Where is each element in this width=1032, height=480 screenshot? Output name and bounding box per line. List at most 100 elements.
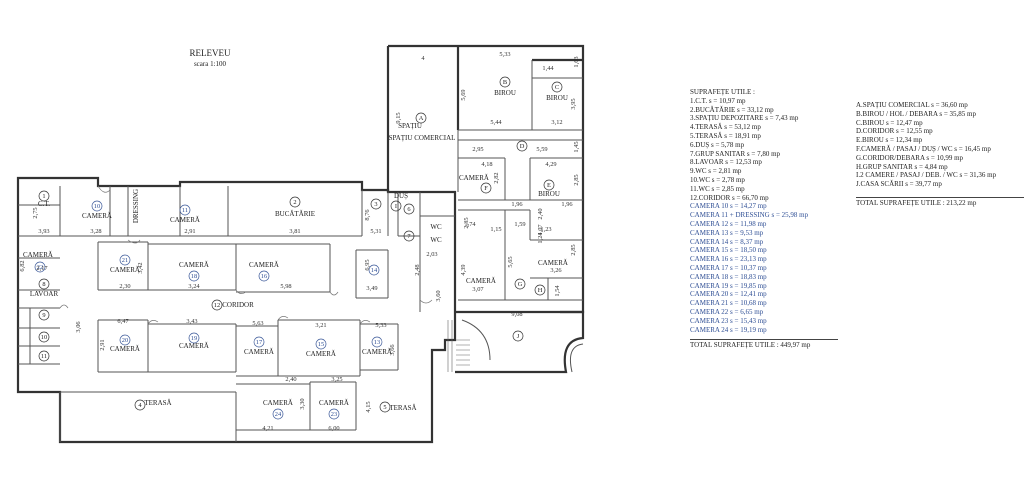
badge-b: B <box>503 79 507 86</box>
badge-circle-cf <box>480 182 492 194</box>
legend-heading: SUPRAFEȚE UTILE : <box>690 88 755 96</box>
room-label-c17: CAMERĂ <box>244 348 274 356</box>
dimension-label: 1,59 <box>514 221 525 228</box>
room-label-c19: CAMERĂ <box>179 342 209 350</box>
legend-right-item: J.CASA SCĂRII s = 39,77 mp <box>856 180 942 189</box>
dimension-label: 1,63 <box>573 56 580 67</box>
room-label-terasa4: TERASĂ <box>144 399 171 407</box>
legend-right-rule <box>856 196 1024 198</box>
room-label-a: SPAȚIU COMERCIAL <box>389 134 456 142</box>
legend-left-item: CAMERA 21 s = 10,68 mp <box>690 299 767 308</box>
dimension-label: 3,95 <box>570 98 577 109</box>
dimension-label: 2,17 <box>36 265 48 272</box>
legend-left-item: 7.GRUP SANITAR s = 7,80 mp <box>690 149 781 158</box>
legend-left-item: CAMERA 18 s = 18,83 mp <box>690 272 767 281</box>
badge-c11: 11 <box>182 207 188 214</box>
room-label-c22: CAMERĂ <box>23 251 53 259</box>
dimension-label: 1,44 <box>542 65 554 72</box>
badge-extra: 9 <box>42 312 45 319</box>
room-label-ct: C.T. <box>38 200 50 208</box>
badge-circle-c <box>551 81 563 93</box>
badge-c22: 22 <box>37 264 43 271</box>
dimension-label: 1,54 <box>554 285 561 297</box>
dimension-label: 4 <box>421 55 425 62</box>
legend-right-item: E.BIROU s = 12,34 mp <box>856 136 923 145</box>
dimension-label: 4,29 <box>545 161 556 168</box>
badge-circle-a <box>415 112 427 124</box>
room-label-c10: CAMERĂ <box>82 212 112 220</box>
legend-left-item: CAMERA 16 s = 23,13 mp <box>690 255 767 264</box>
dimension-label: 2,03 <box>426 251 437 258</box>
partition-a <box>457 60 583 192</box>
room-label-f: CAMERĂ <box>459 174 489 182</box>
legend-left-item: 9.WC s = 2,81 mp <box>690 167 742 176</box>
partition-terrace <box>59 381 357 442</box>
room-label-c11: CAMERĂ <box>170 216 200 224</box>
wall-curved-bay <box>455 310 585 374</box>
legend-right-item: I.2 CAMERE / PASAJ / DEB. / WC s = 31,36… <box>856 171 997 180</box>
legend-right-item: B.BIROU / HOL / DEBARA s = 35,85 mp <box>856 109 976 118</box>
plan-scale: scara 1:100 <box>193 60 227 68</box>
legend-right-item: A.SPAȚIU COMERCIAL s = 36,60 mp <box>856 101 968 109</box>
dimension-label: 2,91 <box>99 339 106 350</box>
dimension-label: 2,30 <box>119 283 130 290</box>
legend-left-item: CAMERA 24 s = 19,19 mp <box>690 325 767 334</box>
room-label-b: BIROU <box>494 89 516 97</box>
dimension-label: 6,47 <box>117 318 129 325</box>
dimension-label: 5,44 <box>490 119 502 126</box>
dimension-label: 5,69 <box>460 89 467 100</box>
partition-low-row <box>97 319 399 377</box>
dimension-label: 4,21 <box>262 425 273 432</box>
legend-left-rule <box>690 339 838 341</box>
badge-circle-ct <box>38 190 50 202</box>
legend-left-item: CAMERA 23 s = 15,43 mp <box>690 316 767 325</box>
dimension-label: 3,42 <box>137 262 144 273</box>
dimension-label: 2,35 <box>463 217 470 228</box>
badge-c10: 10 <box>94 203 100 210</box>
dimension-label: 2,91 <box>184 228 195 235</box>
badge-circle-c11 <box>179 204 191 216</box>
partition-f <box>458 209 583 301</box>
dimension-label: 3,24 <box>188 283 200 290</box>
dimension-label: 3,66 <box>389 344 396 355</box>
legend-left-item: CAMERA 20 s = 12,41 mp <box>690 290 767 299</box>
stair-arc <box>461 319 491 361</box>
legend-left-total: TOTAL SUPRAFEȚE UTILE : 449,97 mp <box>690 341 811 350</box>
dimension-label: 9,08 <box>511 311 522 318</box>
room-label-a-1: SPAȚIU <box>398 122 422 130</box>
dimension-label: 2,75 <box>32 207 39 218</box>
badge-extra-circle <box>512 330 524 342</box>
wall-curved-bay-inner <box>569 343 584 373</box>
legend-left-item: 12.CORIDOR s = 66,70 mp <box>690 193 769 202</box>
dimension-label: 2,48 <box>414 264 421 275</box>
legend-right-total: TOTAL SUPRAFEȚE UTILE : 213,22 mp <box>856 198 977 207</box>
partition-d <box>458 139 583 200</box>
dimension-label: 1,15 <box>490 226 501 233</box>
room-label-bucatarie: BUCĂTĂRIE <box>275 210 315 218</box>
legend-left-item: CAMERA 19 s = 19,85 mp <box>690 281 767 290</box>
badge-circle-c21 <box>119 254 131 266</box>
room-label-coridor: CORIDOR <box>222 301 254 309</box>
dimension-label: 3,43 <box>186 318 197 325</box>
room-label-h: CAMERĂ <box>538 259 568 267</box>
dimension-label: 3,49 <box>366 285 377 292</box>
dimension-label: 8,76 <box>364 209 371 220</box>
dimension-label: 1,07 <box>537 224 544 236</box>
plan-title: RELEVEU scara 1:100 <box>150 48 270 70</box>
room-label-c20: CAMERĂ <box>110 345 140 353</box>
badge-ter4: 4 <box>138 402 142 409</box>
badge-circle-e <box>543 179 555 191</box>
badge-circle-b <box>499 76 511 88</box>
badge-circle-ter4 <box>134 399 146 411</box>
badge-extra: 11 <box>41 353 47 360</box>
dimension-label: 1,24 <box>537 232 544 244</box>
badge-extra-circle <box>38 331 50 343</box>
badge-ter5: 5 <box>383 404 386 411</box>
badge-extra: D <box>520 143 525 150</box>
legend-left-item: 3.SPAȚIU DEPOZITARE s = 7,43 mp <box>690 114 799 123</box>
badge-c20: 20 <box>122 337 128 344</box>
